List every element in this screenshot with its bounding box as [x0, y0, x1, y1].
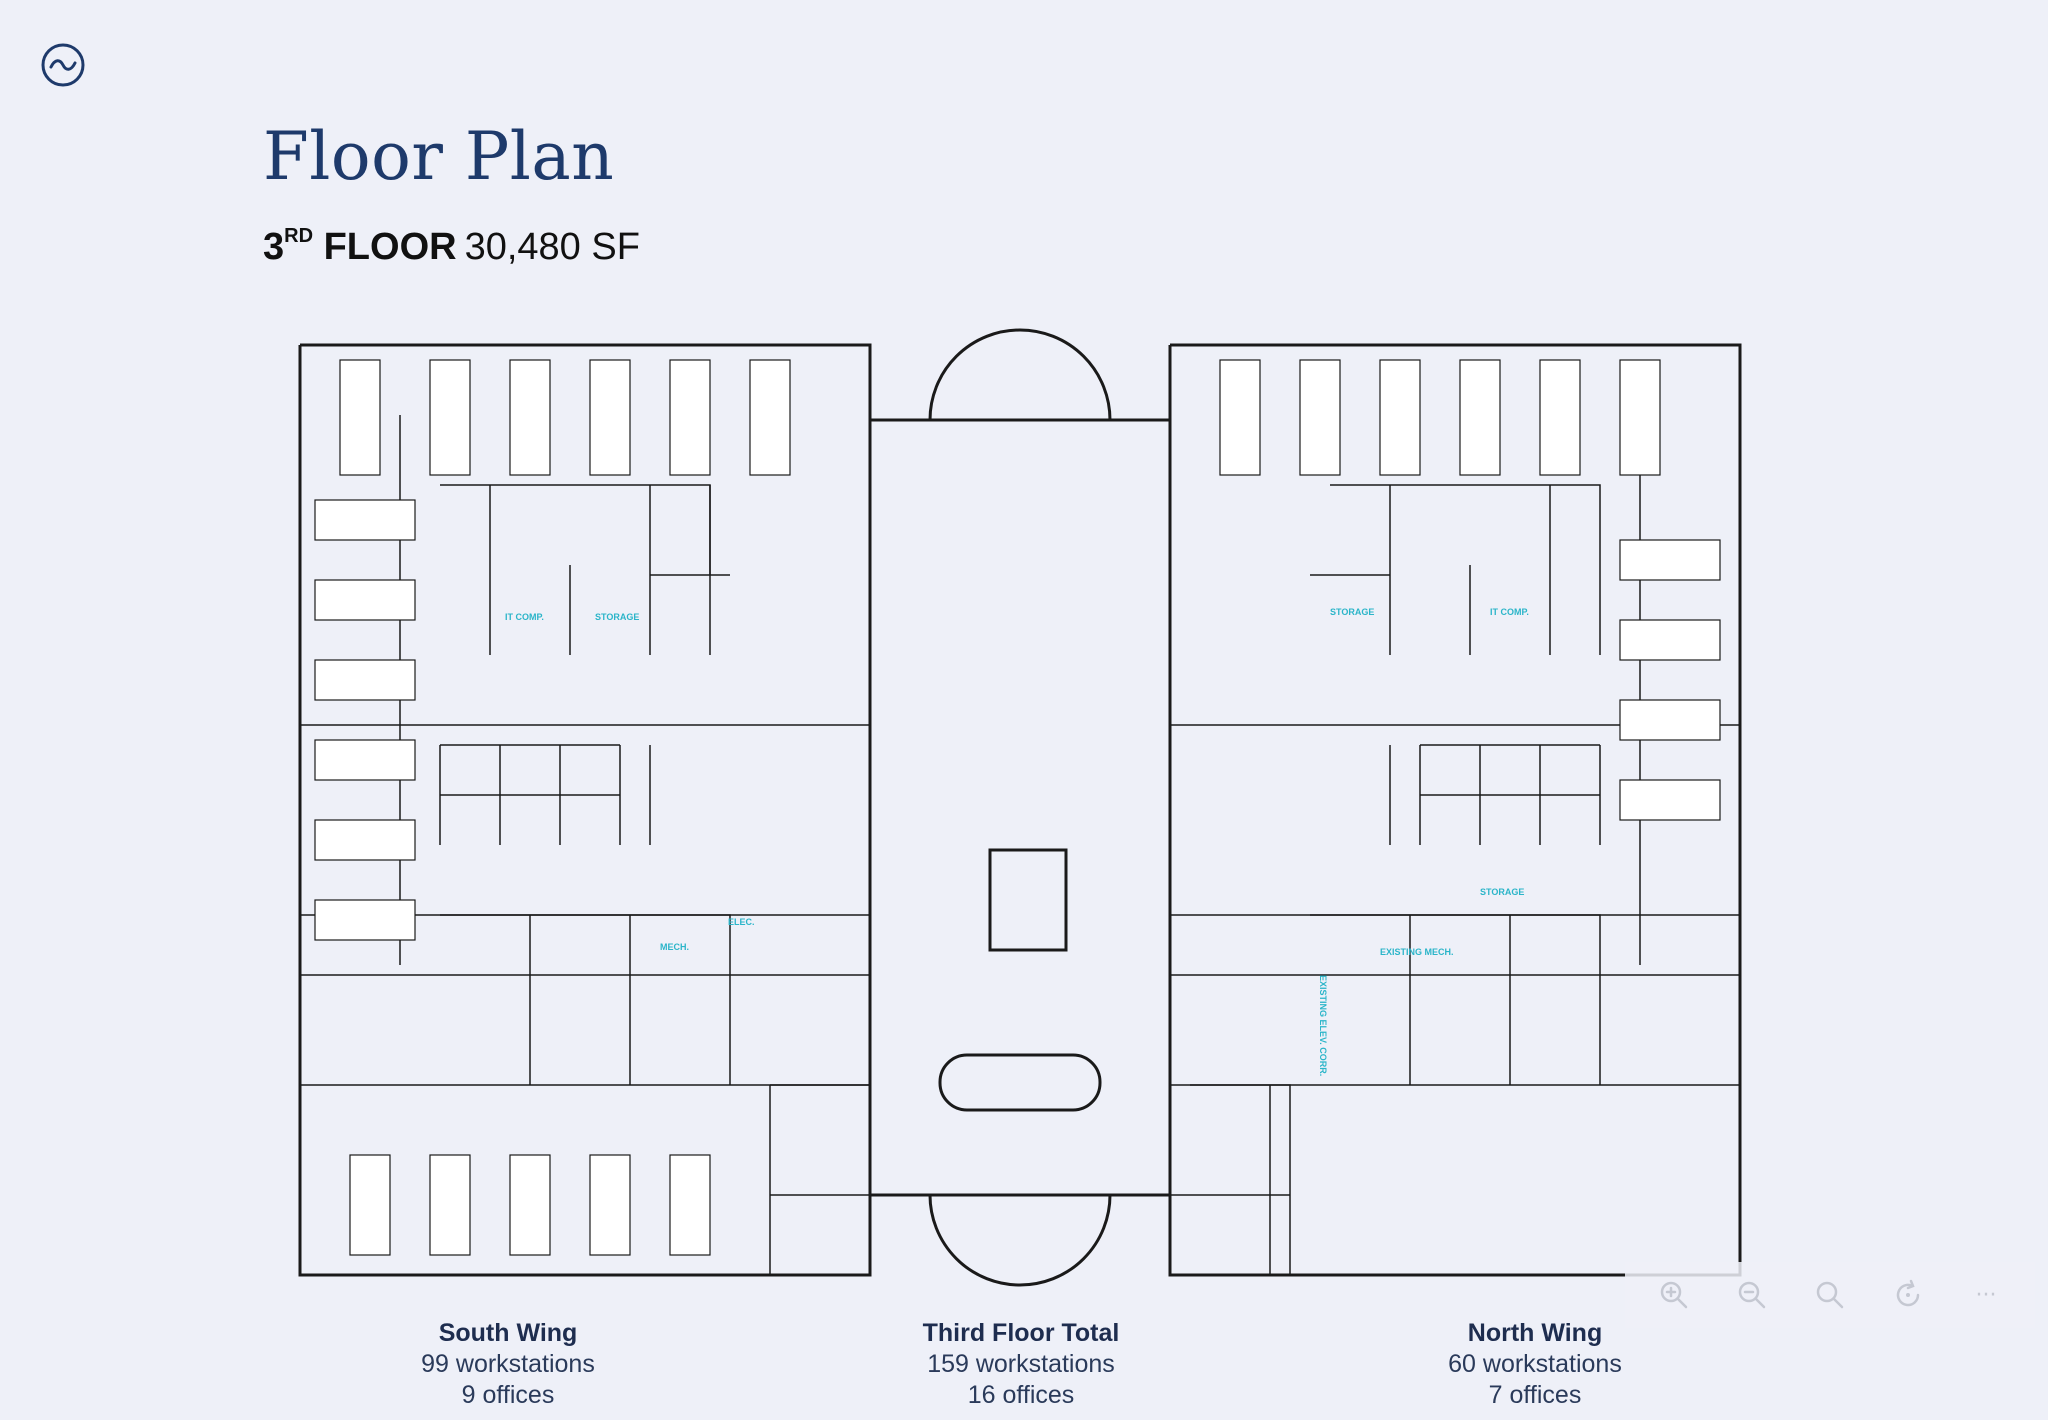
wave-circle-icon [41, 43, 85, 87]
central-connector-outline [868, 418, 1172, 1197]
label-storage-south: STORAGE [595, 612, 639, 622]
center-elevators [938, 1053, 1102, 1112]
north-wing-title: North Wing [1467, 1319, 1603, 1347]
label-existing-mech: EXISTING MECH. [1380, 947, 1454, 957]
zoom-out-button[interactable] [1732, 1275, 1772, 1315]
third-floor-total-summary: Third Floor Total 159 workstations 16 of… [856, 1318, 1186, 1411]
south-wing-title: South Wing [438, 1319, 578, 1347]
floor-word: FLOOR [323, 226, 457, 268]
label-elec-south: ELEC. [728, 917, 755, 927]
floor-suffix: RD [284, 225, 314, 247]
floor-area: 30,480 SF [464, 226, 640, 268]
north-wing-workstations: 60 workstations [1448, 1350, 1622, 1378]
plan-toolbar: ··· [1625, 1262, 2035, 1328]
total-offices: 16 offices [967, 1381, 1075, 1409]
floor-number: 3 [263, 226, 285, 268]
floor-plan-drawing: IT COMP. STORAGE MECH. ELEC. STORAGE IT … [298, 328, 1742, 1287]
north-atrium-curve [928, 328, 1112, 421]
rotate-button[interactable] [1888, 1275, 1928, 1315]
search-icon [1816, 1281, 1844, 1309]
label-existing-elev: EXISTING ELEV. CORR. [1318, 975, 1328, 1076]
center-stair [988, 848, 1068, 952]
total-workstations: 159 workstations [927, 1350, 1115, 1378]
label-storage-north-2: STORAGE [1330, 607, 1374, 617]
page-title: Floor Plan [263, 118, 615, 195]
search-button[interactable] [1810, 1275, 1850, 1315]
south-wing-workstations: 99 workstations [421, 1350, 595, 1378]
zoom-out-icon [1738, 1281, 1766, 1309]
south-wing-summary: South Wing 99 workstations 9 offices [343, 1318, 673, 1411]
rotate-icon [1896, 1279, 1920, 1307]
label-storage-north: STORAGE [1480, 887, 1524, 897]
south-atrium-curve [928, 1194, 1112, 1287]
label-it-comp-south: IT COMP. [505, 612, 544, 622]
more-button[interactable]: ··· [1975, 1282, 1997, 1308]
label-it-comp-north: IT COMP. [1490, 607, 1529, 617]
label-mech-south: MECH. [660, 942, 689, 952]
zoom-in-icon [1660, 1281, 1688, 1309]
total-title: Third Floor Total [922, 1319, 1120, 1347]
north-wing-offices: 7 offices [1488, 1381, 1582, 1409]
north-wing-summary: North Wing 60 workstations 7 offices [1370, 1318, 1700, 1411]
zoom-in-button[interactable] [1654, 1275, 1694, 1315]
south-wing-offices: 9 offices [461, 1381, 555, 1409]
